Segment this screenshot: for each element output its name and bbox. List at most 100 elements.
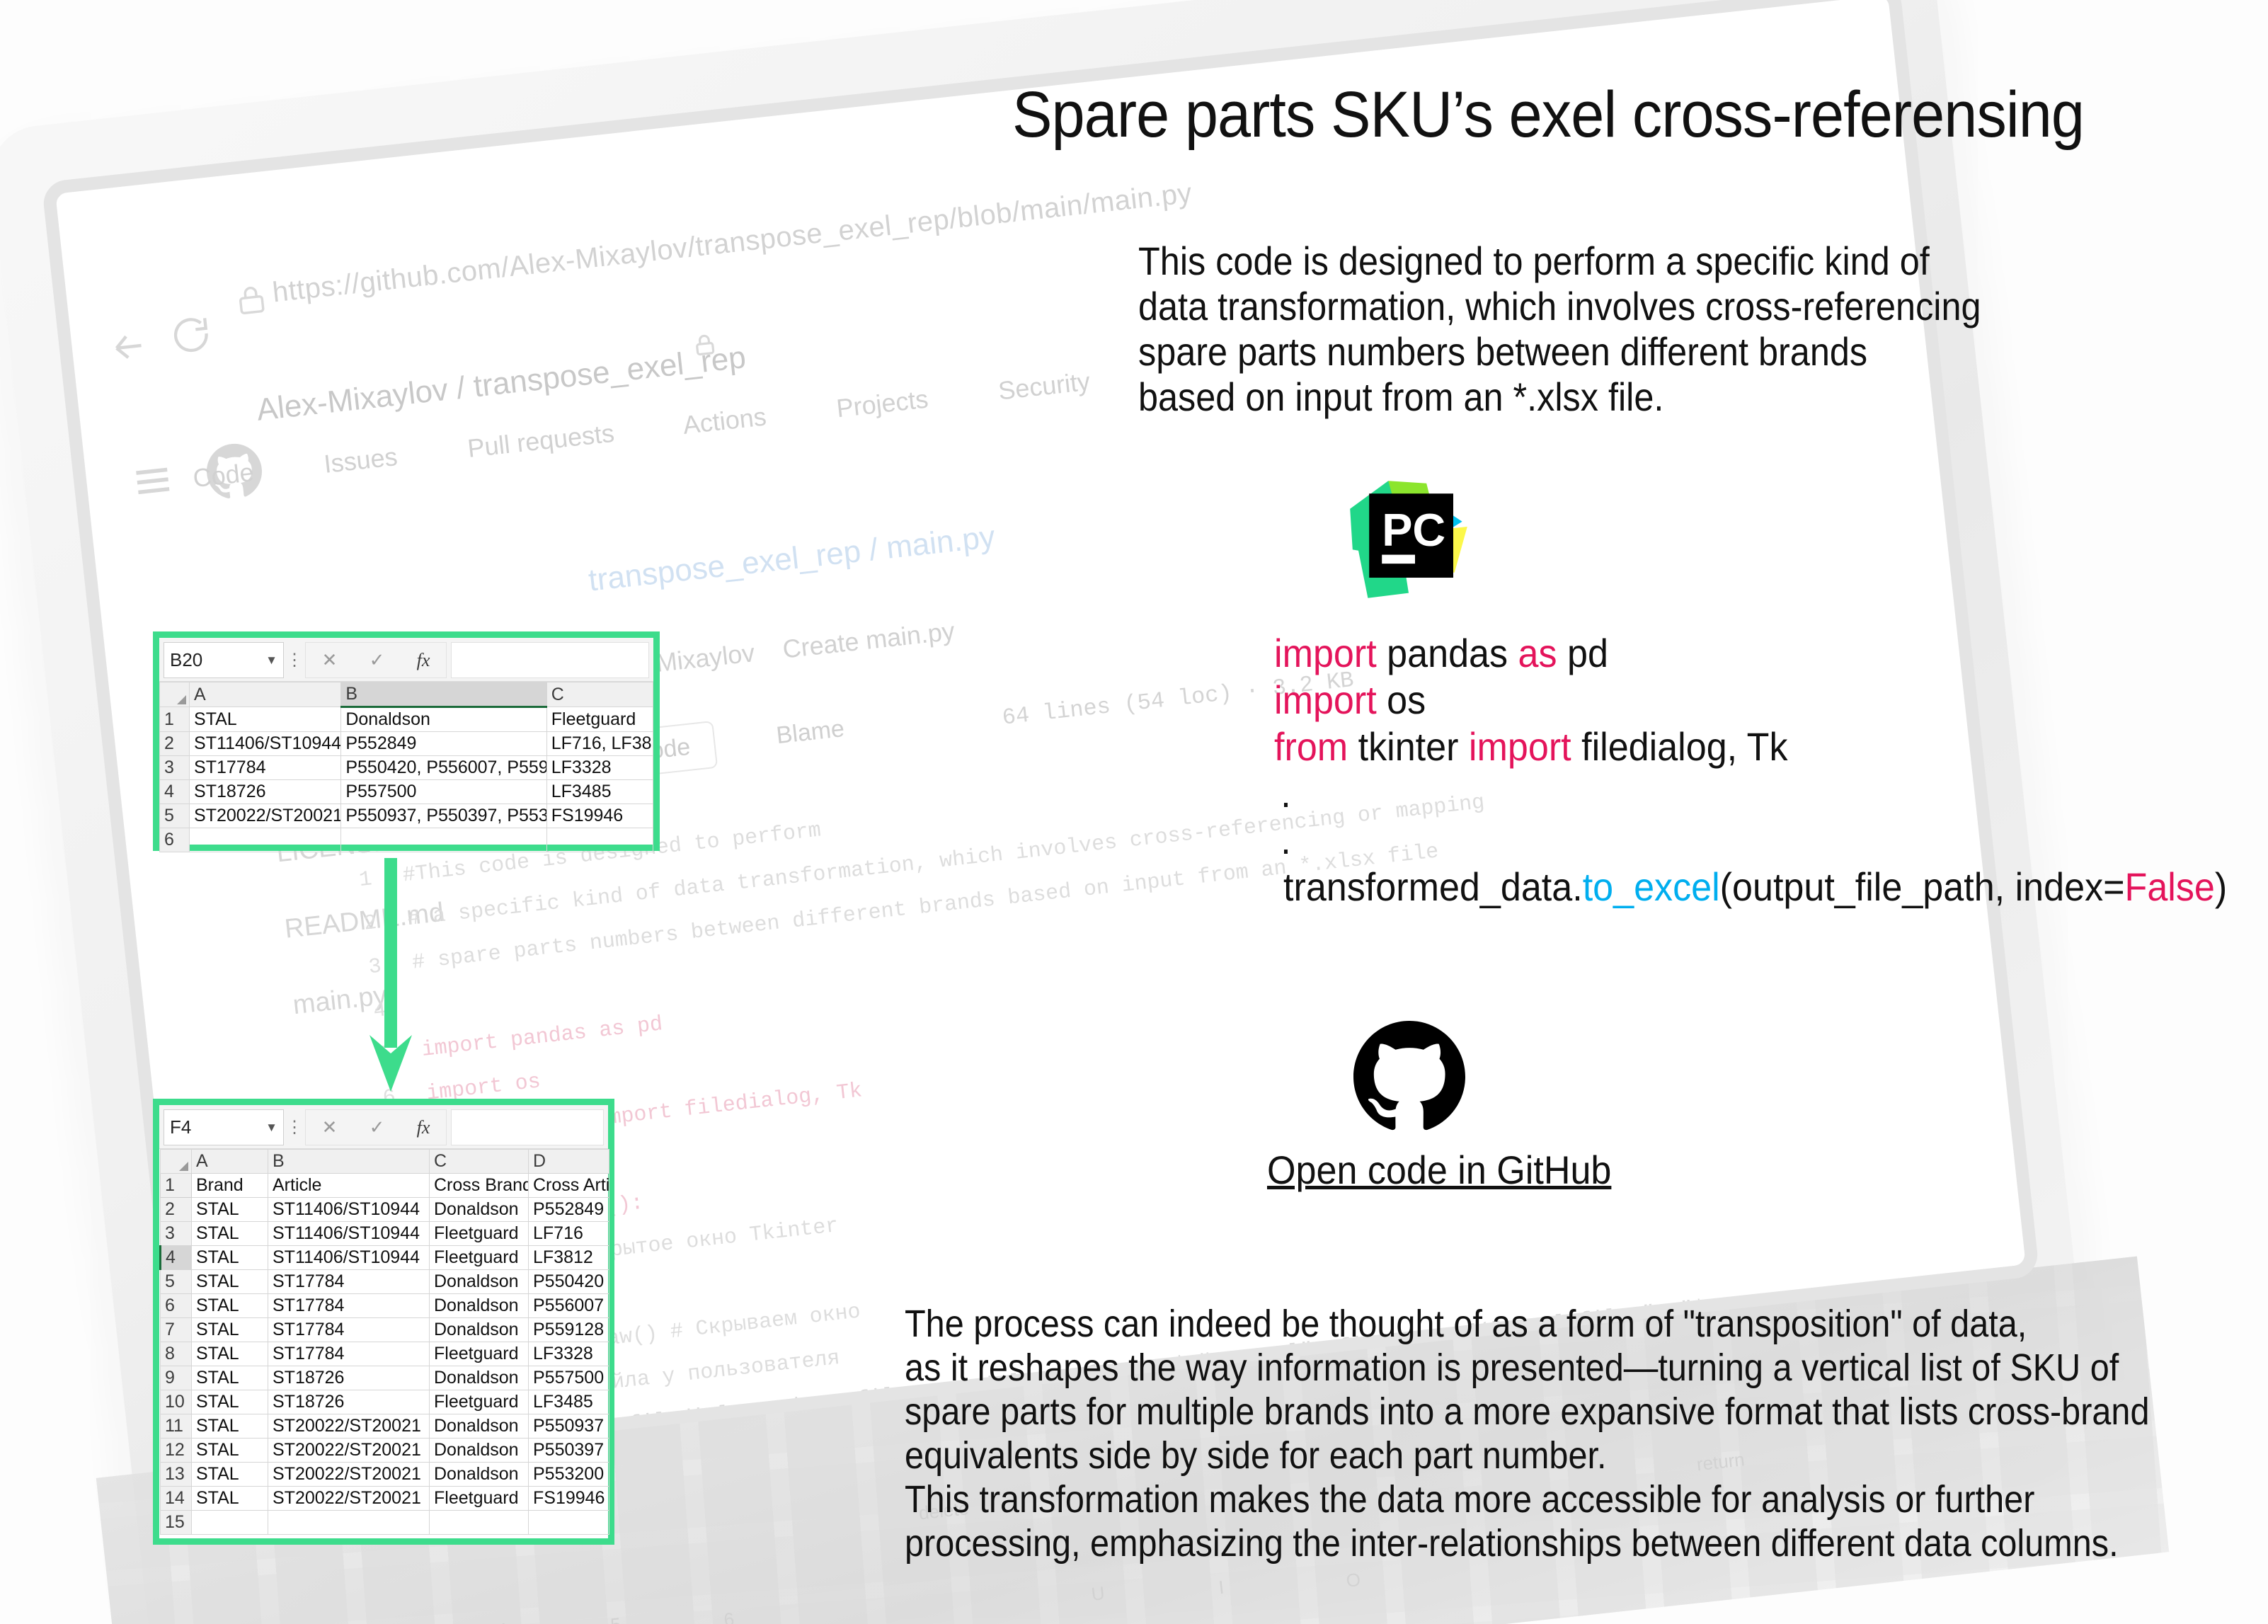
blame-view-button[interactable]: Blame [774,715,846,750]
cell[interactable]: ST20022/ST20021 [268,1414,430,1439]
row-number[interactable]: 3 [160,1221,192,1246]
row-number[interactable]: 1 [160,1173,192,1198]
more-options-icon[interactable]: ⋮ [286,651,303,670]
cell[interactable]: Donaldson [429,1414,529,1439]
select-all-corner[interactable] [160,1149,192,1174]
table-row[interactable]: 3 ST17784 P550420, P556007, P559128 LF33… [159,755,654,780]
table-row[interactable]: 10 STAL ST18726 Fleetguard LF3485 [160,1390,609,1414]
fx-icon[interactable]: fx [416,1116,430,1138]
source-formula-actions[interactable]: ✕ ✓ fx [305,642,447,678]
tab-security[interactable]: Security [997,366,1092,406]
cell[interactable]: STAL [191,1221,268,1246]
tab-actions[interactable]: Actions [681,401,768,440]
row-number[interactable]: 4 [159,779,190,804]
cell[interactable]: P557500 [528,1366,609,1390]
cell[interactable]: STAL [191,1366,268,1390]
cell[interactable]: LF716, LF3812 [546,731,654,756]
chevron-down-icon[interactable]: ▼ [265,653,277,667]
cell[interactable]: P550420 [528,1269,609,1294]
cell[interactable]: Fleetguard [429,1245,529,1270]
cell[interactable]: Donaldson [429,1317,529,1342]
cell[interactable]: Donaldson [429,1293,529,1318]
fx-icon[interactable]: fx [416,649,430,670]
cell[interactable]: STAL [191,1462,268,1487]
cell[interactable]: P550937, P550397, P553200 [340,804,547,828]
cell[interactable] [189,828,342,852]
table-row[interactable]: 2 ST11406/ST10944 P552849 LF716, LF3812 [159,731,654,756]
source-formula-input[interactable] [451,642,649,678]
cancel-x-icon[interactable]: ✕ [321,1116,338,1138]
cell[interactable]: ST20022/ST20021 [268,1462,430,1487]
column-header-cross-article[interactable]: Cross Article [528,1173,609,1198]
cell[interactable]: ST11406/ST10944 [189,731,342,756]
cell[interactable]: STAL [191,1293,268,1318]
table-row[interactable]: 7 STAL ST17784 Donaldson P559128 [160,1317,609,1342]
table-row[interactable]: 4 STAL ST11406/ST10944 Fleetguard LF3812 [159,1245,609,1270]
cell[interactable]: ST18726 [268,1366,430,1390]
row-number-selected[interactable]: 4 [159,1245,192,1270]
result-formula-bar[interactable]: F4 ▼ ⋮ ✕ ✓ fx [159,1105,608,1149]
table-row[interactable]: 12 STAL ST20022/ST20021 Donaldson P55039… [160,1438,609,1463]
cell[interactable] [546,828,654,852]
cell[interactable]: P553200 [528,1462,609,1487]
row-number[interactable]: 14 [160,1486,192,1511]
row-number[interactable]: 5 [160,1269,192,1294]
confirm-check-icon[interactable]: ✓ [369,1116,385,1138]
hamburger-menu-icon[interactable] [127,455,178,507]
cell[interactable]: P550420, P556007, P559128 [340,755,547,780]
cell[interactable]: Donaldson [429,1438,529,1463]
commit-message[interactable]: Create main.py [781,616,956,664]
cell[interactable]: LF3812 [528,1245,609,1270]
table-row[interactable]: 2 STAL ST11406/ST10944 Donaldson P552849 [160,1197,609,1222]
cell[interactable]: Donaldson [429,1462,529,1487]
cell[interactable]: STAL [191,1269,268,1294]
more-options-icon[interactable]: ⋮ [286,1118,303,1137]
result-sheet-grid[interactable]: A B C D 1 Brand Article Cross Brand Cros… [159,1149,609,1535]
table-row[interactable]: 1 STAL Donaldson Fleetguard [159,707,654,732]
source-col-b[interactable]: B [340,682,547,708]
column-header-article[interactable]: Article [268,1173,430,1198]
source-name-box[interactable]: B20 ▼ [164,642,284,678]
result-name-box[interactable]: F4 ▼ [164,1109,284,1145]
cell[interactable]: STAL [191,1197,268,1222]
result-col-b[interactable]: B [268,1149,430,1174]
cell[interactable]: ST20022/ST20021 [189,804,342,828]
cell[interactable]: ST17784 [268,1317,430,1342]
table-row[interactable]: 8 STAL ST17784 Fleetguard LF3328 [160,1342,609,1366]
cell[interactable] [429,1510,529,1535]
cell[interactable]: ST17784 [189,755,342,780]
github-octocat-logo-icon[interactable] [1353,1021,1465,1133]
cell[interactable]: P550397 [528,1438,609,1463]
result-col-c[interactable]: C [429,1149,529,1174]
tab-code[interactable]: Code [191,457,256,493]
cell[interactable]: Donaldson [429,1366,529,1390]
result-formula-actions[interactable]: ✕ ✓ fx [305,1109,447,1145]
cell[interactable]: Fleetguard [429,1390,529,1414]
row-number[interactable]: 9 [160,1366,192,1390]
table-row[interactable]: 4 ST18726 P557500 LF3485 [159,779,654,804]
confirm-check-icon[interactable]: ✓ [369,649,385,670]
column-header-cross-brand[interactable]: Cross Brand [429,1173,529,1198]
table-row[interactable]: 5 ST20022/ST20021 P550937, P550397, P553… [159,804,654,828]
row-number[interactable]: 12 [160,1438,192,1463]
cell[interactable] [268,1510,430,1535]
cell[interactable]: STAL [191,1486,268,1511]
tab-issues[interactable]: Issues [322,442,399,479]
tab-pull-requests[interactable]: Pull requests [466,418,616,463]
cell[interactable]: FS19946 [546,804,654,828]
open-code-in-github-link[interactable]: Open code in GitHub [1267,1148,1612,1192]
cell[interactable]: STAL [191,1317,268,1342]
cell[interactable]: LF3485 [528,1390,609,1414]
cancel-x-icon[interactable]: ✕ [321,649,338,670]
cell[interactable]: ST20022/ST20021 [268,1438,430,1463]
cell[interactable]: STAL [191,1342,268,1366]
cell[interactable]: ST11406/ST10944 [268,1245,430,1270]
cell[interactable] [340,828,547,852]
cell[interactable]: ST17784 [268,1342,430,1366]
cell[interactable]: Donaldson [340,707,547,732]
chevron-down-icon[interactable]: ▼ [265,1120,277,1134]
source-formula-bar[interactable]: B20 ▼ ⋮ ✕ ✓ fx [159,638,653,682]
cell[interactable]: ST11406/ST10944 [268,1197,430,1222]
source-col-c[interactable]: C [546,682,654,707]
row-number[interactable]: 3 [159,755,190,780]
